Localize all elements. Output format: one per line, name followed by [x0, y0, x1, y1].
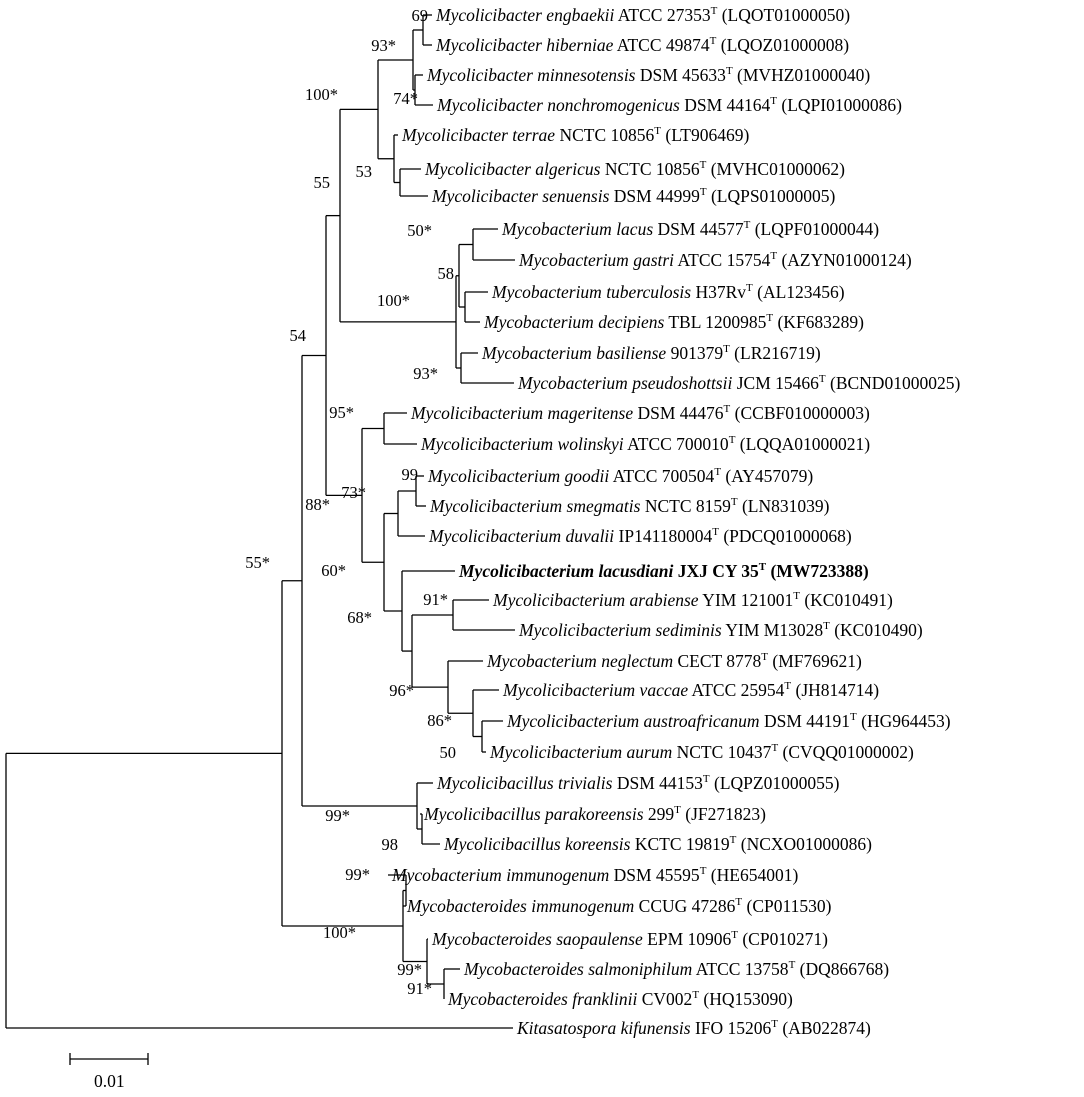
bootstrap-value: 58: [438, 264, 455, 283]
taxon-label: Mycobacteroides salmoniphilum ATCC 13758…: [463, 959, 889, 979]
taxon-label: Mycolicibacter algericus NCTC 10856T (MV…: [424, 159, 845, 179]
taxon-label: Mycolicibacterium vaccae ATCC 25954T (JH…: [502, 680, 879, 700]
tree-branches: [5, 14, 515, 1029]
taxon-label: Mycobacterium basiliense 901379T (LR2167…: [481, 343, 821, 363]
bootstrap-value: 74*: [393, 89, 418, 108]
bootstrap-value: 53: [356, 162, 373, 181]
taxon-label: Mycobacteroides immunogenum CCUG 47286T …: [406, 896, 832, 916]
taxon-label: Mycolicibacter engbaekii ATCC 27353T (LQ…: [435, 5, 850, 25]
taxon-label: Mycolicibacterium arabiense YIM 121001T …: [492, 590, 893, 610]
taxon-label: Mycolicibacterium sediminis YIM M13028T …: [518, 620, 923, 640]
taxon-label: Mycobacterium decipiens TBL 1200985T (KF…: [483, 312, 864, 332]
taxon-label: Mycobacterium lacus DSM 44577T (LQPF0100…: [501, 219, 879, 239]
bootstrap-value: 50*: [407, 221, 432, 240]
bootstrap-values: 69 93* 74* 100* 53 55 50* 58 100* 93* 54 95* 99 73* 88…: [245, 6, 456, 998]
bootstrap-value: 99*: [325, 806, 350, 825]
taxon-label: Mycobacterium pseudoshottsii JCM 15466T …: [517, 373, 960, 393]
taxon-label: Mycolicibacter terrae NCTC 10856T (LT906…: [401, 125, 749, 145]
taxon-label: Mycolicibacter minnesotensis DSM 45633T …: [426, 65, 870, 85]
taxon-label: Mycolicibacter nonchromogenicus DSM 4416…: [436, 95, 902, 115]
scale-bar-label: 0.01: [94, 1071, 125, 1091]
taxon-label: Mycobacterium neglectum CECT 8778T (MF76…: [486, 651, 862, 671]
taxon-label: Mycobacteroides franklinii CV002T (HQ153…: [447, 989, 793, 1009]
taxon-label: Mycolicibacter hiberniae ATCC 49874T (LQ…: [435, 35, 849, 55]
taxon-label: Mycolicibacterium mageritense DSM 44476T…: [410, 403, 870, 423]
bootstrap-value: 100*: [323, 923, 356, 942]
taxon-label: Mycolicibacterium goodii ATCC 700504T (A…: [427, 466, 813, 486]
bootstrap-value: 91*: [407, 979, 432, 998]
taxon-label: Mycobacterium immunogenum DSM 45595T (HE…: [391, 865, 798, 885]
bootstrap-value: 68*: [347, 608, 372, 627]
taxon-label: Mycobacterium tuberculosis H37RvT (AL123…: [491, 282, 845, 302]
bootstrap-value: 55: [314, 173, 331, 192]
taxon-label: Mycolicibacterium wolinskyi ATCC 700010T…: [420, 434, 870, 454]
taxon-label: Mycobacteroides saopaulense EPM 10906T (…: [431, 929, 828, 949]
bootstrap-value: 98: [382, 835, 399, 854]
bootstrap-value: 91*: [423, 590, 448, 609]
bootstrap-value: 95*: [329, 403, 354, 422]
taxon-label: Mycolicibacterium lacusdiani JXJ CY 35T …: [458, 561, 869, 581]
taxon-label: Mycolicibacillus trivialis DSM 44153T (L…: [436, 773, 840, 793]
taxon-label: Mycolicibacterium duvalii IP141180004T (…: [428, 526, 852, 546]
bootstrap-value: 55*: [245, 553, 270, 572]
taxon-label: Mycolicibacterium aurum NCTC 10437T (CVQ…: [489, 742, 914, 762]
taxon-labels: Mycolicibacter engbaekii ATCC 27353T (LQ…: [391, 5, 960, 1038]
bootstrap-value: 100*: [305, 85, 338, 104]
bootstrap-value: 99*: [345, 865, 370, 884]
taxon-label: Mycolicibacter senuensis DSM 44999T (LQP…: [431, 186, 836, 206]
taxon-label: Mycolicibacillus parakoreensis 299T (JF2…: [423, 804, 766, 824]
bootstrap-value: 93*: [371, 36, 396, 55]
bootstrap-value: 50: [440, 743, 457, 762]
taxon-label: Mycolicibacterium smegmatis NCTC 8159T (…: [429, 496, 830, 516]
taxon-label: Mycolicibacillus koreensis KCTC 19819T (…: [443, 834, 872, 854]
bootstrap-value: 100*: [377, 291, 410, 310]
taxon-label: Mycobacterium gastri ATCC 15754T (AZYN01…: [518, 250, 912, 270]
taxon-label: Kitasatospora kifunensis IFO 15206T (AB0…: [516, 1018, 871, 1038]
bootstrap-value: 54: [290, 326, 307, 345]
bootstrap-value: 93*: [413, 364, 438, 383]
bootstrap-value: 99*: [397, 960, 422, 979]
bootstrap-value: 60*: [321, 561, 346, 580]
bootstrap-value: 96*: [389, 681, 414, 700]
scale-bar: 0.01: [69, 1053, 149, 1091]
bootstrap-value: 73*: [341, 483, 366, 502]
bootstrap-value: 69: [412, 6, 429, 25]
bootstrap-value: 99: [402, 465, 419, 484]
bootstrap-value: 88*: [305, 495, 330, 514]
bootstrap-value: 86*: [427, 711, 452, 730]
taxon-label: Mycolicibacterium austroafricanum DSM 44…: [506, 711, 951, 731]
